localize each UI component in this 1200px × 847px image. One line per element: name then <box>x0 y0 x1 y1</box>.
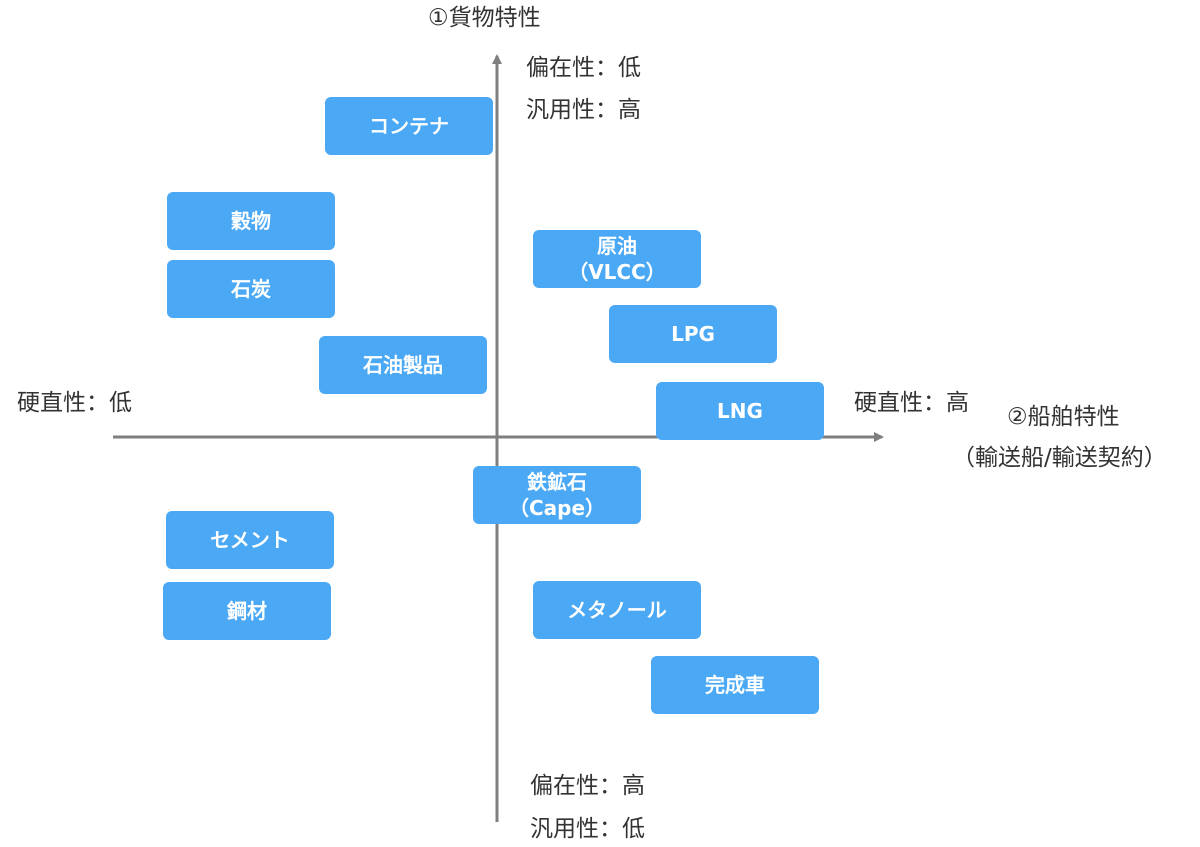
cargo-box-steel: 鋼材 <box>163 582 331 640</box>
cargo-box-grain: 穀物 <box>167 192 335 250</box>
cargo-box-cement: セメント <box>166 511 334 569</box>
cargo-label: 原油 <box>597 234 637 258</box>
cargo-box-lng: LNG <box>656 382 824 440</box>
cargo-label: 石油製品 <box>363 353 443 377</box>
cargo-label: セメント <box>210 528 290 552</box>
cargo-sublabel: （VLCC） <box>568 260 666 284</box>
cargo-box-lpg: LPG <box>609 305 777 363</box>
cargo-label: 鋼材 <box>227 599 267 623</box>
cargo-label: LPG <box>671 322 715 346</box>
cargo-box-iron-ore: 鉄鉱石 （Cape） <box>473 466 641 524</box>
y-top-label-versatility: 汎用性：高 <box>526 97 641 123</box>
cargo-box-methanol: メタノール <box>533 581 701 639</box>
cargo-box-petroleum-products: 石油製品 <box>319 336 487 394</box>
cargo-label: コンテナ <box>369 114 449 138</box>
cargo-label: メタノール <box>567 598 667 622</box>
y-axis-title: ①貨物特性 <box>428 5 541 31</box>
x-axis-title: ②船舶特性 <box>1007 404 1120 430</box>
cargo-label: 完成車 <box>705 673 765 697</box>
cargo-label: 穀物 <box>231 209 271 233</box>
x-left-label: 硬直性：低 <box>17 390 132 416</box>
cargo-label: 鉄鉱石 <box>527 470 587 494</box>
cargo-label: 石炭 <box>231 277 271 301</box>
y-bottom-label-versatility: 汎用性：低 <box>530 816 645 842</box>
y-top-label-uneven: 偏在性：低 <box>526 55 641 81</box>
cargo-label: LNG <box>717 399 763 423</box>
y-bottom-label-uneven: 偏在性：高 <box>530 773 645 799</box>
cargo-box-crude-oil: 原油 （VLCC） <box>533 230 701 288</box>
cargo-box-finished-cars: 完成車 <box>651 656 819 714</box>
x-axis-subtitle: （輸送船/輸送契約） <box>952 445 1167 471</box>
cargo-box-container: コンテナ <box>325 97 493 155</box>
cargo-sublabel: （Cape） <box>508 496 606 520</box>
cargo-box-coal: 石炭 <box>167 260 335 318</box>
x-right-label: 硬直性：高 <box>854 390 969 416</box>
